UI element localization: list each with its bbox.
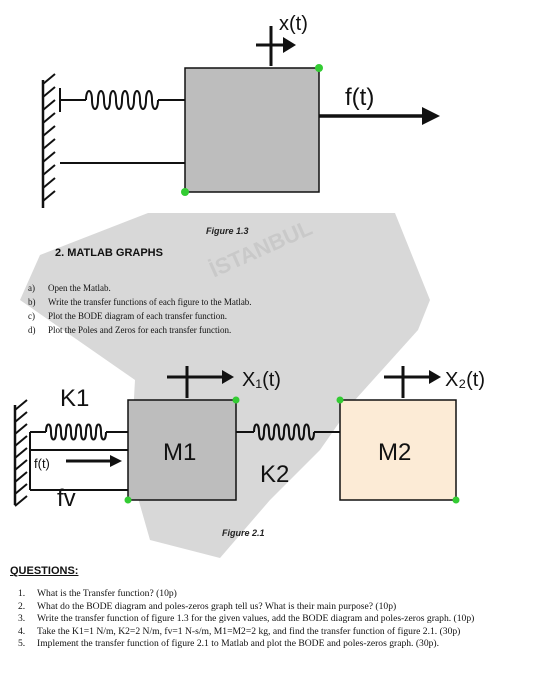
- task-item: c) Plot the BODE diagram of each transfer…: [28, 309, 252, 323]
- question-item: 1. What is the Transfer function? (10p): [18, 588, 488, 601]
- task-item: d) Plot the Poles and Zeros for each tran…: [28, 323, 252, 337]
- k1-label: K1: [60, 385, 89, 412]
- force-arrow-head: [110, 455, 122, 467]
- figure-2-1: K1 f(t) fv M1 X₁(t) K2 M2 X₂(t): [13, 366, 485, 512]
- mass-block: [184, 67, 320, 193]
- task-marker: c): [28, 311, 35, 321]
- question-number: 1.: [18, 588, 26, 599]
- question-item: 2. What do the BODE diagram and poles-zer…: [18, 601, 488, 614]
- question-number: 3.: [18, 613, 26, 624]
- questions-title: QUESTIONS:: [10, 565, 79, 577]
- m2-label: M2: [378, 439, 411, 466]
- fv-label: fv: [57, 485, 76, 512]
- force-label: f(t): [34, 456, 50, 471]
- mass-m1: [127, 399, 237, 501]
- task-item: b) Write the transfer functions of each f…: [28, 295, 252, 309]
- question-number: 2.: [18, 600, 26, 612]
- force-arrow-head: [422, 107, 440, 125]
- wall-hatching: [14, 399, 28, 507]
- spring-k1: [30, 423, 128, 441]
- x2-label: X₂(t): [445, 369, 485, 391]
- mass-m2: [339, 399, 457, 501]
- x1-label: X₁(t): [242, 369, 281, 391]
- mass-node-bottom: [181, 188, 189, 196]
- task-marker: d): [28, 325, 36, 335]
- task-marker: b): [28, 297, 36, 307]
- question-item: 3. Write the transfer function of figure …: [18, 613, 488, 626]
- k2-label: K2: [260, 461, 289, 488]
- x2-arrow: [384, 366, 432, 398]
- x1-arrow: [167, 366, 225, 398]
- figure-1-3-caption: Figure 1.3: [206, 226, 249, 236]
- task-marker: a): [28, 283, 35, 293]
- displacement-label: x(t): [279, 13, 308, 35]
- question-item: 4. Take the K1=1 N/m, K2=2 N/m, fv=1 N-s/…: [18, 626, 488, 639]
- task-text: Plot the BODE diagram of each transfer f…: [48, 311, 227, 321]
- m1-label: M1: [163, 439, 196, 466]
- question-text: Write the transfer function of figure 1.…: [37, 613, 475, 624]
- wall-hatching: [42, 73, 56, 202]
- watermark-shape: [20, 213, 430, 558]
- task-text: Plot the Poles and Zeros for each transf…: [48, 325, 232, 335]
- task-text: Open the Matlab.: [48, 283, 111, 293]
- damper-fv: [29, 449, 128, 491]
- matlab-section-title: 2. MATLAB GRAPHS: [55, 247, 163, 259]
- figure-1-3: x(t) f(t): [41, 13, 440, 208]
- task-item: a) Open the Matlab.: [28, 281, 252, 295]
- task-text: Write the transfer functions of each fig…: [48, 297, 252, 307]
- figure-2-1-caption: Figure 2.1: [222, 528, 265, 538]
- question-text: What is the Transfer function? (10p): [37, 588, 177, 599]
- m2-node-top: [336, 396, 344, 404]
- force-label: f(t): [345, 84, 374, 111]
- questions-list: 1. What is the Transfer function? (10p) 2…: [18, 588, 488, 651]
- m1-node-bottom: [124, 496, 132, 504]
- m2-node-bottom: [452, 496, 460, 504]
- displacement-arrow-head: [283, 37, 296, 53]
- question-text: Take the K1=1 N/m, K2=2 N/m, fv=1 N-s/m,…: [37, 625, 461, 637]
- question-text: What do the BODE diagram and poles-zeros…: [37, 600, 397, 612]
- question-number: 4.: [18, 625, 26, 637]
- spring: [59, 88, 185, 112]
- question-number: 5.: [18, 638, 26, 649]
- matlab-task-list: a) Open the Matlab. b) Write the transfer …: [28, 281, 252, 337]
- question-text: Implement the transfer function of figur…: [37, 638, 440, 649]
- x1-arrow-head: [222, 370, 234, 384]
- spring-k2: [236, 423, 340, 441]
- mass-node-top: [315, 64, 323, 72]
- question-item: 5. Implement the transfer function of fig…: [18, 638, 488, 651]
- displacement-arrow: [256, 26, 284, 66]
- x2-arrow-head: [429, 370, 441, 384]
- m1-node-top: [232, 396, 240, 404]
